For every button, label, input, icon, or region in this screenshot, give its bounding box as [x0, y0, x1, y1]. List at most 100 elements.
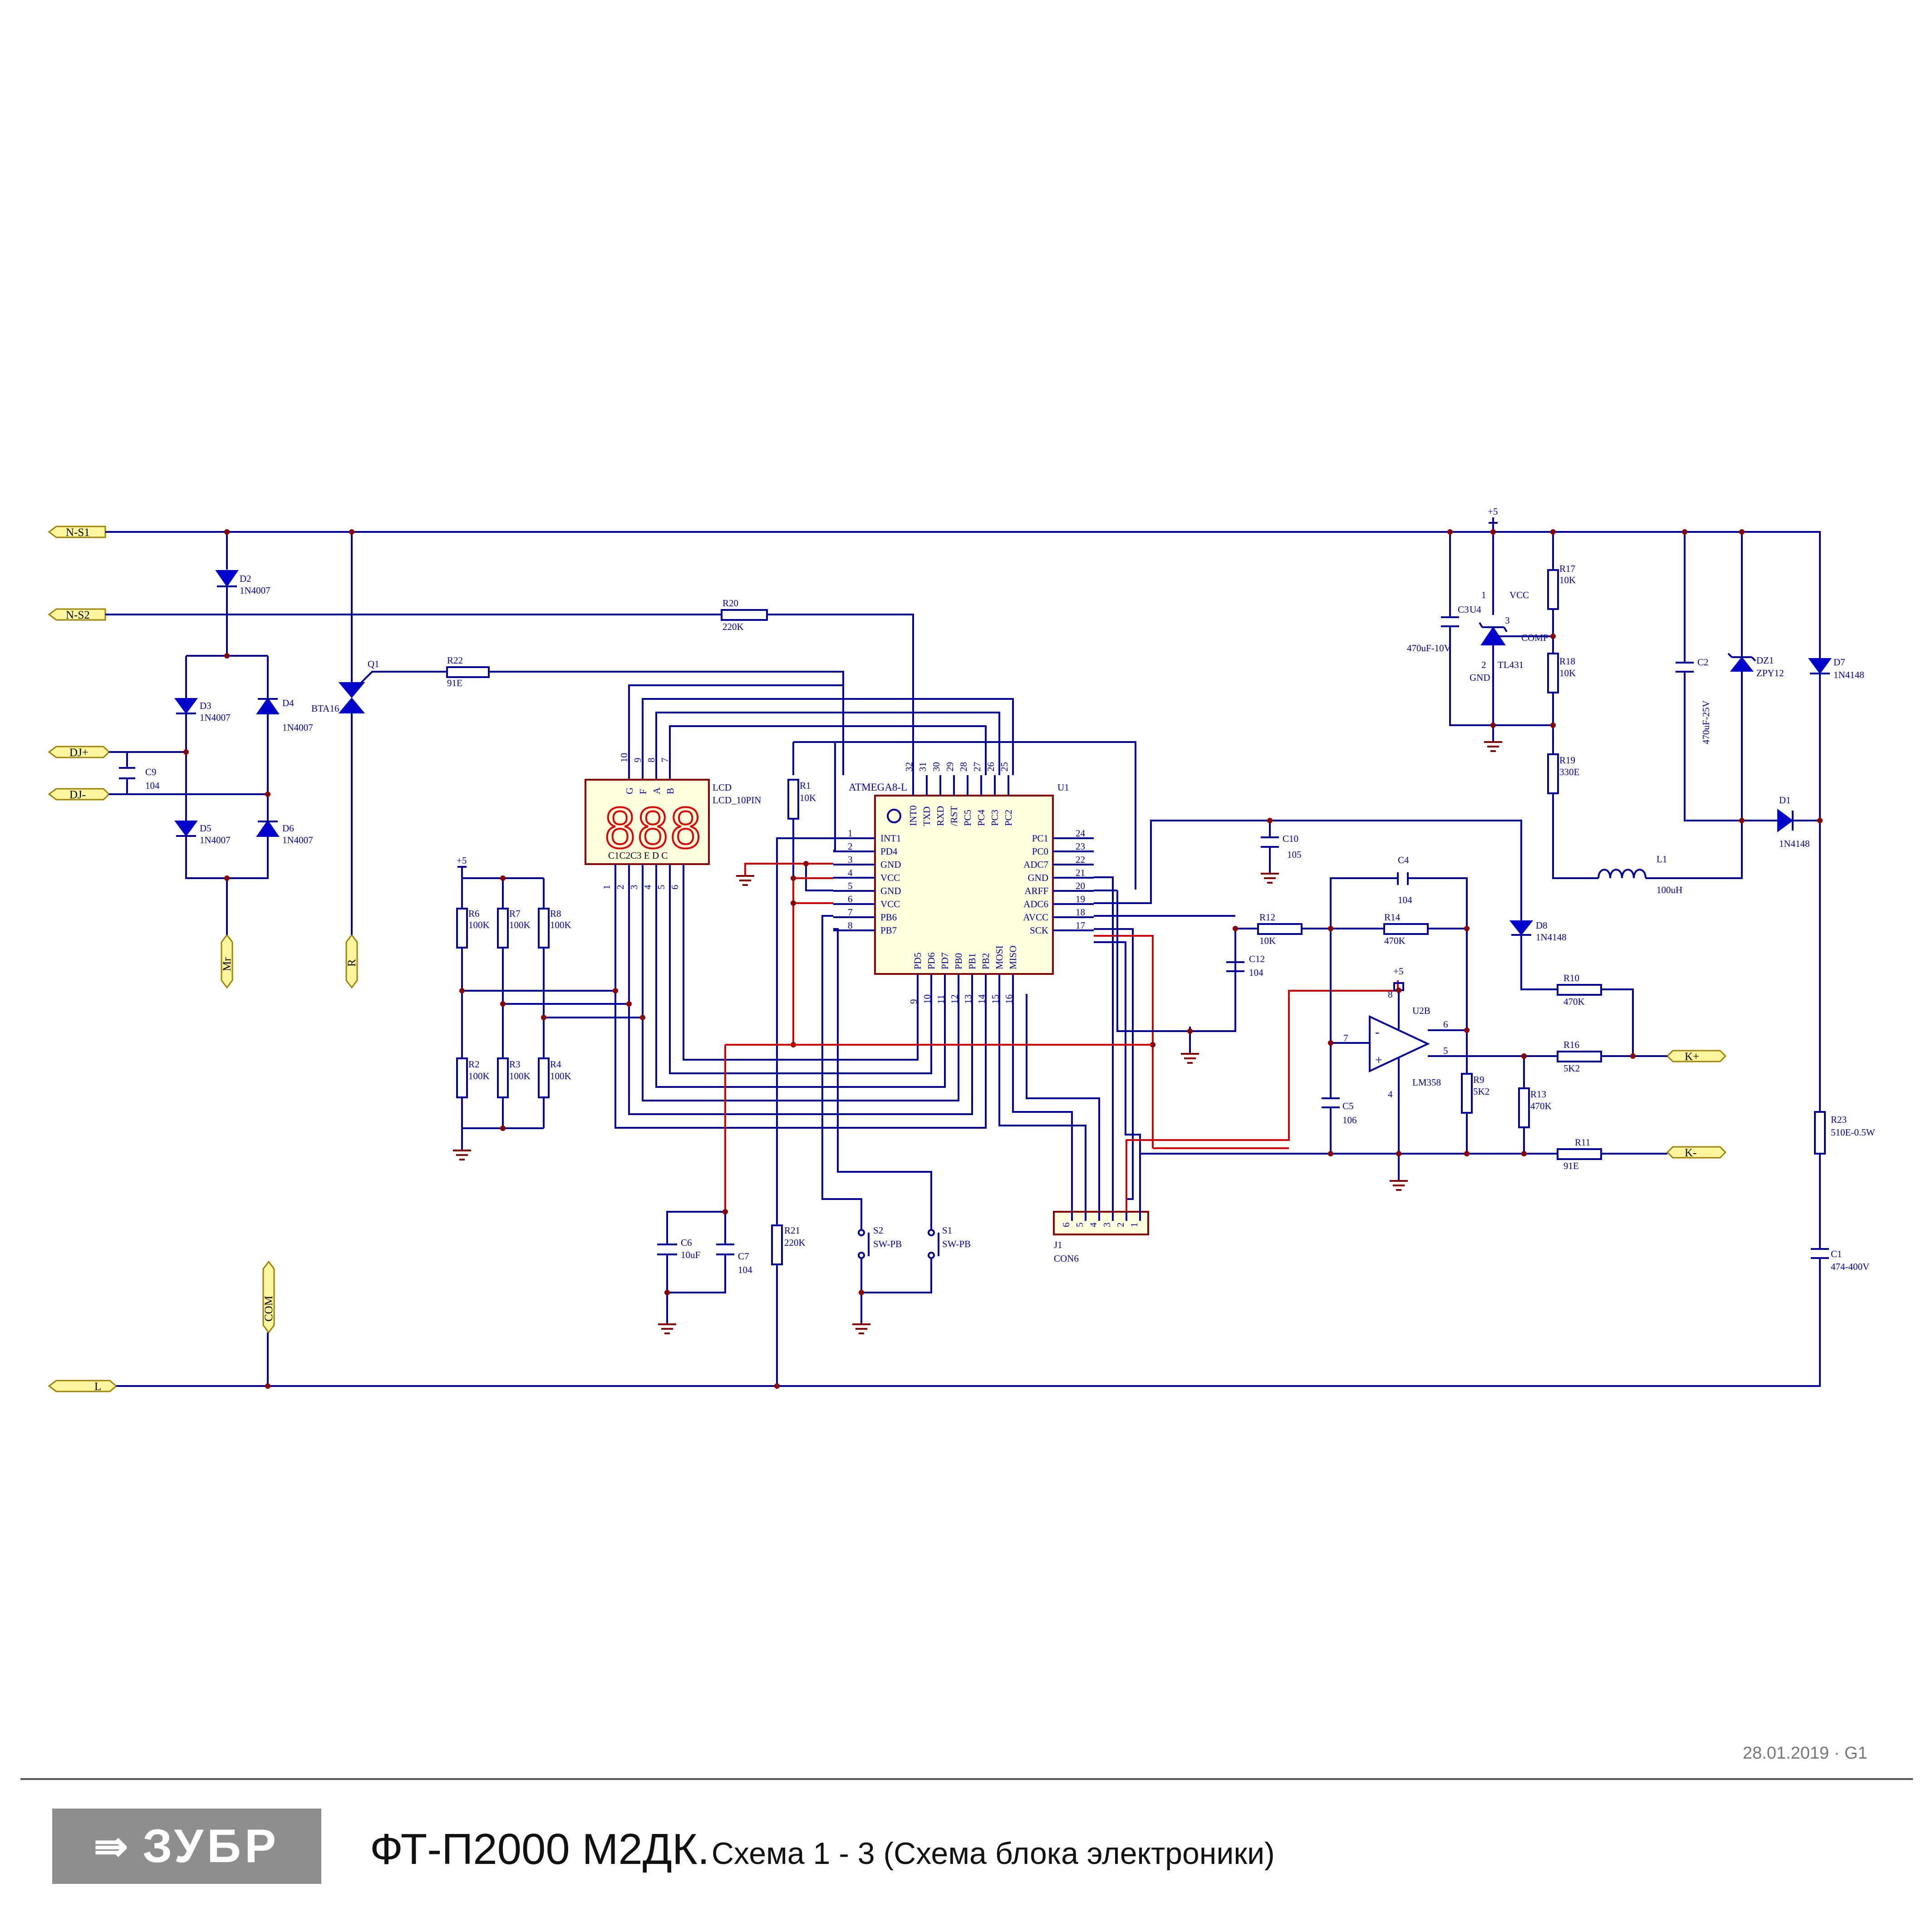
brand-logo: ⇛ ЗУБР	[52, 1809, 321, 1884]
port-k-plus: K+	[1666, 1050, 1727, 1063]
j1-ref: J1	[1054, 1239, 1062, 1250]
r7-ref: R7	[509, 908, 521, 919]
d4-ref: D4	[282, 698, 294, 708]
d6-value: 1N4007	[282, 835, 313, 846]
main-rails	[105, 531, 1821, 1387]
r21-section: R21 220K	[771, 1224, 806, 1389]
lcd-top-pin-num: 10	[619, 753, 629, 762]
u4-pin-2: 2	[1481, 659, 1486, 670]
lcd-display: 888 C1C2C3 E D C LCD LCD_10PIN 10G9F8A7B…	[585, 684, 1014, 890]
lcd-top-pin-name: A	[651, 787, 662, 794]
c9-ref: C9	[145, 767, 157, 777]
port-com: COM	[262, 1260, 275, 1334]
u1-left-pin-num: 7	[848, 907, 853, 918]
u1-left-pin-num: 6	[848, 894, 853, 905]
u1-left-pin-name: VCC	[880, 899, 900, 909]
d7-value: 1N4148	[1834, 669, 1864, 680]
c4-ref: C4	[1398, 855, 1409, 865]
diode-d4-symbol	[256, 697, 280, 714]
u2-pin-4: 4	[1388, 1089, 1393, 1100]
dz1-ref: DZ1	[1756, 655, 1774, 666]
u1-bottom-pin-num: 9	[908, 999, 919, 1004]
c3-ref: C3	[1458, 604, 1469, 615]
s2-ref: S2	[873, 1225, 883, 1236]
r18-value: 10K	[1559, 668, 1576, 678]
u1-ref: U1	[1057, 782, 1069, 793]
lcd-top-pin-num: 9	[632, 758, 643, 763]
port-com-label: COM	[263, 1296, 275, 1322]
u1-top-pin-name: INT0	[908, 806, 919, 826]
c9-value: 104	[145, 780, 160, 791]
plus5-left: +5	[457, 855, 467, 866]
lcd-bottom-pin-num: 1	[601, 885, 612, 890]
r3-value: 100K	[509, 1071, 531, 1082]
triac-section: Q1 BTA16 R22 91E R20 220K	[311, 529, 844, 935]
r6-ref: R6	[468, 908, 480, 919]
u1-top-pin-num: 32	[904, 762, 914, 772]
d4-value: 1N4007	[282, 722, 313, 733]
lcd-top-pin-num: 7	[659, 758, 670, 763]
lcd-top-pin-name: F	[638, 789, 649, 794]
u1-top-pin-name: PC4	[976, 809, 987, 826]
u1-right-pin-name: GND	[1028, 872, 1049, 883]
u1-bottom-pin-num: 13	[963, 994, 973, 1004]
port-r-label: R	[346, 959, 358, 967]
c4-value: 104	[1398, 895, 1412, 905]
u2-minus: -	[1375, 1025, 1379, 1039]
u1-top-pin-num: 26	[985, 762, 996, 772]
u1-right-pin-num: 23	[1076, 841, 1085, 852]
u2-plus: +	[1375, 1053, 1382, 1067]
opamp-section: - + +5	[1153, 855, 1667, 1191]
u1-left-pin-name: PD4	[880, 846, 898, 857]
schematic-diagram: N-S1 N-S2 DJ+ DJ- Mr R COM L K+ K-	[48, 506, 1875, 1393]
bridge-rectifier: D2 1N4007 D3 1N4007 D4 1N4007 D5 1N4007 …	[109, 529, 313, 1389]
r16-value: 5K2	[1563, 1063, 1580, 1074]
u1-top-pin-num: 29	[944, 762, 955, 772]
s2-value: SW-PB	[873, 1239, 902, 1249]
lcd-bottom-pin-num: 4	[642, 885, 653, 890]
c2-ref: C2	[1697, 657, 1709, 668]
port-l: L	[48, 1380, 118, 1393]
port-dj-plus: DJ+	[48, 746, 110, 759]
adc-filter: C10 105 C12 104 R12 10K	[1181, 818, 1372, 1064]
u1-bottom-pin-name: PD5	[912, 953, 923, 969]
power-supply: +5	[1407, 506, 1875, 1307]
u2-pin-8: 8	[1388, 989, 1393, 1000]
u2-pin-6: 6	[1443, 1019, 1448, 1030]
port-k-minus: K-	[1666, 1146, 1727, 1159]
u2-pin-7: 7	[1343, 1032, 1348, 1043]
arrow-icon: ⇛	[93, 1824, 132, 1869]
d7-ref: D7	[1834, 657, 1845, 668]
u1-left-pin-name: INT1	[880, 833, 901, 844]
port-l-label: L	[94, 1381, 101, 1393]
u1-top-pin-name: TXD	[921, 806, 932, 826]
c2-value: 470uF-25V	[1701, 700, 1711, 744]
r10-ref: R10	[1563, 973, 1579, 983]
u1-left-pin-num: 2	[848, 841, 853, 852]
u1-top-pin-num: 31	[917, 762, 928, 772]
r16-ref: R16	[1563, 1039, 1579, 1050]
r4-ref: R4	[550, 1059, 561, 1070]
u4-gnd: GND	[1470, 672, 1490, 683]
u1-right-pin-name: ARFF	[1024, 885, 1048, 896]
u1-bottom-pin-num: 16	[1003, 994, 1014, 1004]
u4-pin-3: 3	[1505, 615, 1510, 626]
u4-pin-1: 1	[1481, 590, 1486, 600]
u1-right-pin-num: 18	[1076, 907, 1085, 918]
r9-value: 5K2	[1473, 1086, 1490, 1097]
plus5-u2: +5	[1393, 966, 1403, 977]
j1-pin-num: 2	[1115, 1223, 1126, 1228]
r14-ref: R14	[1384, 912, 1401, 923]
u1-left-pin-name: VCC	[880, 872, 900, 883]
r13-ref: R13	[1530, 1089, 1546, 1100]
u1-right-pin-num: 17	[1076, 920, 1085, 931]
d2-ref: D2	[240, 573, 251, 584]
r17-value: 10K	[1559, 575, 1576, 585]
u1-right-pin-name: PC1	[1032, 833, 1048, 844]
r8-ref: R8	[550, 908, 561, 919]
port-dj-minus: DJ-	[48, 788, 110, 801]
brand-name: ЗУБР	[143, 1819, 280, 1873]
u1-right-pin-num: 19	[1076, 894, 1085, 905]
port-n-s2: N-S2	[48, 608, 106, 621]
d5-ref: D5	[200, 823, 211, 834]
